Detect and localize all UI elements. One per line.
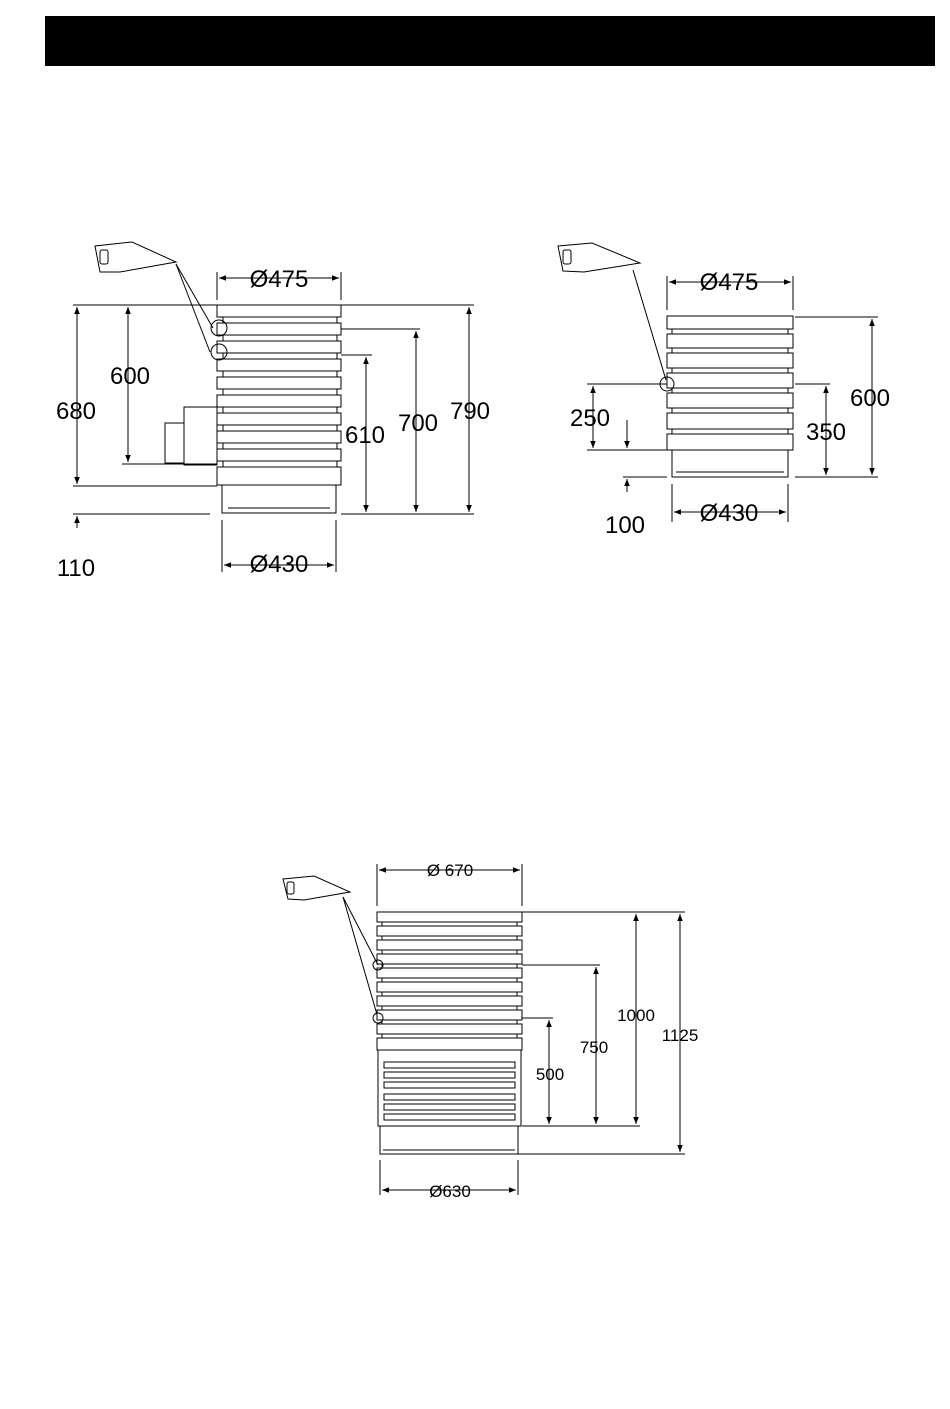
top-diameter-label-c: Ø 670 [427,861,473,880]
top-diameter-label-b: Ø475 [700,269,759,296]
dim-350-label-b: 350 [806,419,846,446]
dim-790-label-a: 790 [450,398,490,425]
dim-110-label-a: 110 [57,555,95,582]
dim-100-label-b: 100 [605,512,645,539]
dim-610-label-a: 610 [345,422,385,449]
bottom-diameter-label-b: Ø430 [700,500,759,527]
dim-1000-label-c: 1000 [617,1006,655,1025]
dim-680-label-a: 680 [56,398,96,425]
dim-1125-label-c: 1125 [662,1026,699,1045]
dim-700-label-a: 700 [398,410,438,437]
handle-icon [283,876,378,1018]
top-diameter-label-a: Ø475 [250,266,309,293]
bottom-diameter-label-c: Ø630 [429,1182,471,1201]
dim-250-label-b: 250 [570,405,610,432]
dim-500-label-c: 500 [536,1065,564,1084]
handle-icon [95,242,213,352]
bottom-diameter-label-a: Ø430 [250,551,309,578]
dim-750-label-c: 750 [580,1038,608,1057]
diagram-c [283,864,685,1195]
handle-icon [558,243,666,380]
dim-600-label-a: 600 [110,363,150,390]
body-a [165,305,341,513]
body-b [660,316,793,477]
body-c [373,912,522,1154]
dim-600-label-b: 600 [850,385,890,412]
